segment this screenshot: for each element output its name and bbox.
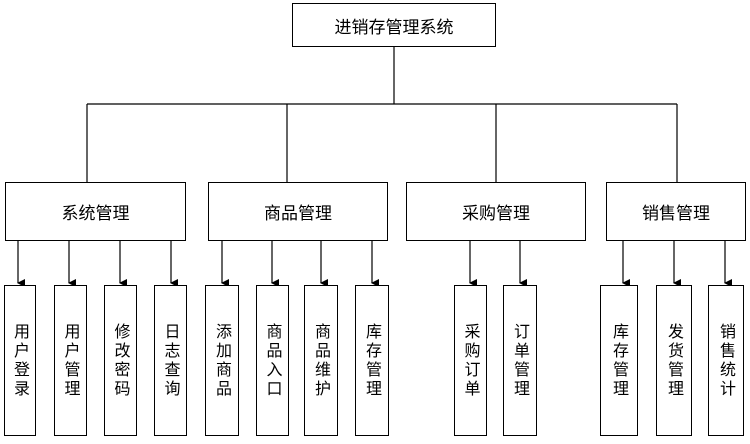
category-label: 商品管理 — [264, 204, 332, 224]
leaf-label: 商品维护 — [312, 322, 331, 399]
leaf-node: 销售统计 — [708, 285, 744, 436]
leaf-label: 用户登录 — [11, 322, 30, 399]
root-node: 进销存管理系统 — [292, 3, 496, 47]
leaf-node: 商品入口 — [256, 285, 289, 436]
category-product-management: 商品管理 — [208, 182, 388, 241]
leaf-label: 修改密码 — [111, 322, 131, 399]
leaf-label: 销售统计 — [717, 322, 736, 399]
category-purchase-management: 采购管理 — [406, 182, 586, 241]
leaf-node: 日志查询 — [154, 285, 187, 436]
root-label: 进销存管理系统 — [334, 17, 454, 38]
leaf-node: 商品维护 — [304, 285, 338, 436]
leaf-label: 订单管理 — [511, 322, 530, 399]
category-sales-management: 销售管理 — [606, 182, 746, 241]
category-system-management: 系统管理 — [5, 182, 186, 241]
leaf-node: 添加商品 — [205, 285, 239, 436]
category-label: 系统管理 — [61, 204, 130, 224]
leaf-node: 发货管理 — [656, 285, 692, 436]
leaf-node: 修改密码 — [104, 285, 137, 436]
leaf-label: 库存管理 — [610, 322, 629, 399]
leaf-label: 添加商品 — [213, 322, 232, 399]
leaf-node: 订单管理 — [503, 285, 537, 436]
category-label: 采购管理 — [462, 204, 530, 224]
leaf-node: 用户管理 — [54, 285, 87, 436]
category-label: 销售管理 — [642, 204, 710, 224]
leaf-label: 发货管理 — [665, 322, 684, 399]
leaf-label: 日志查询 — [161, 322, 181, 399]
leaf-node: 采购订单 — [454, 285, 487, 436]
leaf-node: 库存管理 — [355, 285, 389, 436]
leaf-label: 用户管理 — [61, 322, 81, 399]
leaf-label: 采购订单 — [461, 322, 481, 399]
leaf-label: 库存管理 — [363, 322, 382, 399]
leaf-node: 用户登录 — [4, 285, 36, 436]
leaf-node: 库存管理 — [600, 285, 638, 436]
leaf-label: 商品入口 — [263, 322, 283, 399]
